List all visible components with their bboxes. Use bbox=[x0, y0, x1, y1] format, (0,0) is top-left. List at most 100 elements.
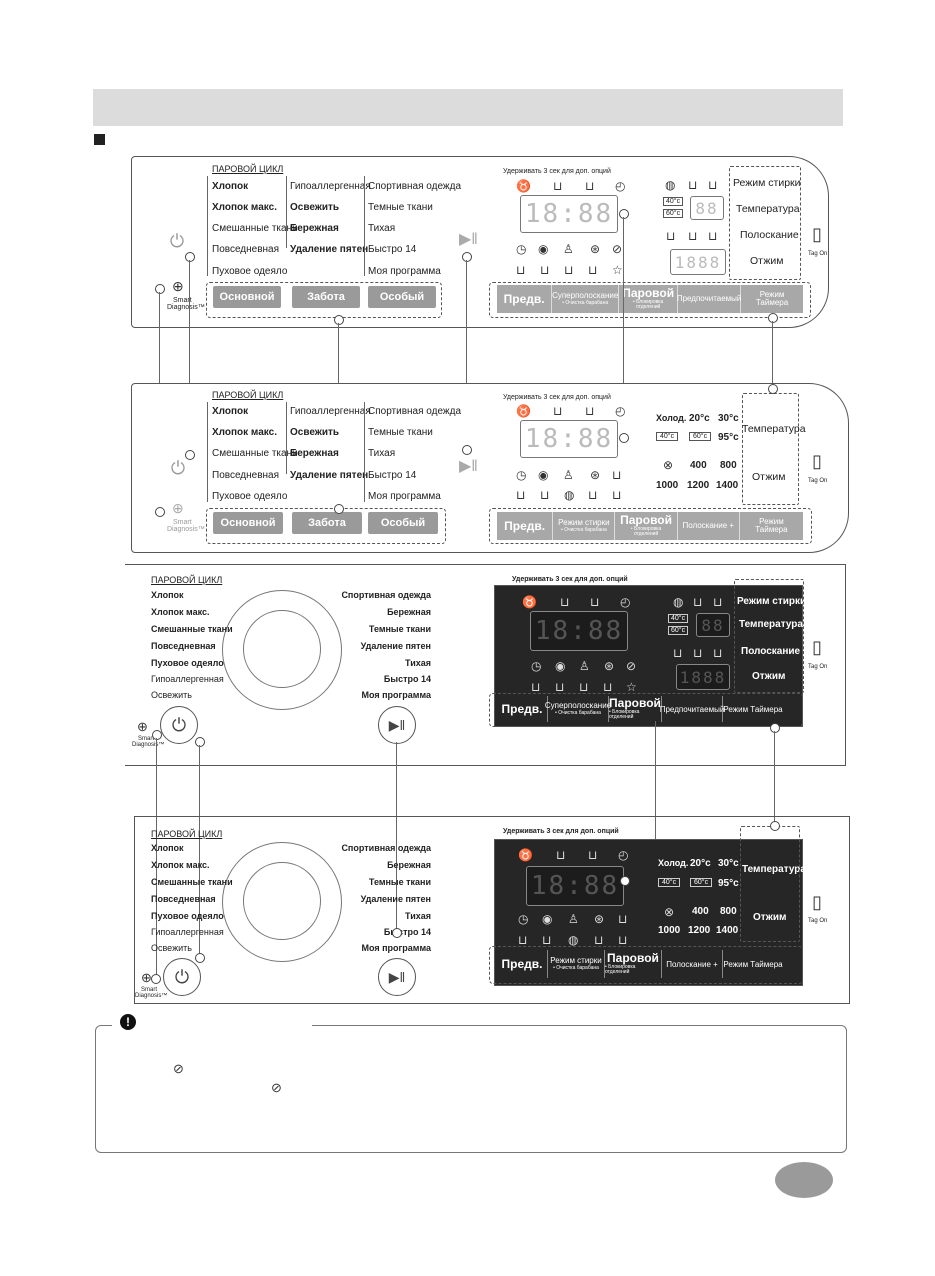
timer-button[interactable]: Режим Таймера bbox=[723, 959, 783, 969]
dial-cotton-max[interactable]: Хлопок макс. bbox=[151, 607, 210, 617]
dial-cotton[interactable]: Хлопок bbox=[151, 590, 184, 600]
dial-duvet[interactable]: Пуховое одеяло bbox=[151, 658, 224, 668]
smart-diagnosis-icon[interactable]: ⊕ bbox=[141, 970, 152, 985]
program-cotton[interactable]: Хлопок bbox=[212, 181, 249, 192]
wash-mode-button[interactable]: Режим стирки• Очистка барабана bbox=[548, 950, 605, 978]
program-cotton-max[interactable]: Хлопок макс. bbox=[212, 427, 277, 438]
super-rinse-button[interactable]: Суперполоскание• Очистка барабана bbox=[552, 285, 620, 313]
steam-button[interactable]: Паровой• Блокировка отделений bbox=[615, 512, 678, 540]
dial-cotton-max[interactable]: Хлопок макс. bbox=[151, 860, 210, 870]
dial-everyday[interactable]: Повседневная bbox=[151, 641, 216, 651]
wash-mode-button[interactable]: Режим стирки• Очистка барабана bbox=[553, 512, 616, 540]
program-hypoallergenic[interactable]: Гипоаллергенная bbox=[290, 406, 371, 417]
rinse-plus-button[interactable]: Полоскание + bbox=[662, 950, 723, 978]
side-spin[interactable]: Отжим bbox=[752, 671, 786, 682]
dial-quick14[interactable]: Быстро 14 bbox=[383, 927, 431, 937]
rinse-plus-button[interactable]: Полоскание + bbox=[678, 512, 740, 540]
dial-refresh[interactable]: Освежить bbox=[151, 943, 192, 953]
tag-on-icon[interactable]: ▯ bbox=[812, 637, 822, 657]
program-quick14[interactable]: Быстро 14 bbox=[368, 470, 417, 481]
dial-mixed[interactable]: Смешанные ткани bbox=[151, 624, 233, 634]
dial-sportswear[interactable]: Спортивная одежда bbox=[341, 590, 431, 600]
program-cotton[interactable]: Хлопок bbox=[212, 406, 249, 417]
program-duvet[interactable]: Пуховое одеяло bbox=[212, 266, 288, 277]
program-everyday[interactable]: Повседневная bbox=[212, 244, 280, 255]
program-quiet[interactable]: Тихая bbox=[368, 448, 396, 459]
prewash-button[interactable]: Предв. bbox=[497, 950, 548, 978]
category-special-button[interactable]: Особый bbox=[368, 286, 436, 308]
timer-button[interactable]: Режим Таймера bbox=[755, 289, 789, 307]
category-special-button[interactable]: Особый bbox=[368, 512, 438, 534]
program-everyday[interactable]: Повседневная bbox=[212, 470, 280, 481]
program-duvet[interactable]: Пуховое одеяло bbox=[212, 491, 288, 502]
program-refresh[interactable]: Освежить bbox=[290, 202, 340, 213]
dial-quick14[interactable]: Быстро 14 bbox=[383, 674, 431, 684]
dial-refresh[interactable]: Освежить bbox=[151, 690, 192, 700]
category-basic-button[interactable]: Основной bbox=[213, 286, 281, 308]
program-dark[interactable]: Темные ткани bbox=[368, 427, 433, 438]
program-my[interactable]: Моя программа bbox=[368, 491, 441, 502]
dial-delicate[interactable]: Бережная bbox=[387, 860, 431, 870]
dial-hypoallergenic[interactable]: Гипоаллергенная bbox=[151, 927, 224, 937]
program-sportswear[interactable]: Спортивная одежда bbox=[368, 406, 462, 417]
prewash-button[interactable]: Предв. bbox=[497, 696, 548, 722]
start-pause-icon[interactable]: ▶‖ bbox=[459, 458, 478, 475]
program-quiet[interactable]: Тихая bbox=[368, 223, 396, 234]
dial-delicate[interactable]: Бережная bbox=[387, 607, 431, 617]
side-temperature[interactable]: Температура bbox=[736, 203, 800, 215]
smart-diagnosis-icon[interactable]: ⊕ bbox=[172, 278, 184, 294]
program-sportswear[interactable]: Спортивная одежда bbox=[368, 181, 462, 192]
program-my[interactable]: Моя программа bbox=[368, 266, 441, 277]
power-icon[interactable]: ⏻ bbox=[170, 457, 186, 478]
program-refresh[interactable]: Освежить bbox=[290, 427, 340, 438]
start-pause-button[interactable]: ▶‖ bbox=[378, 958, 416, 996]
dial-hypoallergenic[interactable]: Гипоаллергенная bbox=[151, 674, 224, 684]
dial-cotton[interactable]: Хлопок bbox=[151, 843, 184, 853]
program-cotton-max[interactable]: Хлопок макс. bbox=[212, 202, 277, 213]
side-rinse[interactable]: Полоскание bbox=[740, 229, 799, 241]
dial-dark[interactable]: Темные ткани bbox=[368, 877, 431, 887]
power-icon[interactable]: ⏻ bbox=[169, 230, 185, 251]
dial-stain[interactable]: Удаление пятен bbox=[360, 894, 431, 904]
side-rinse[interactable]: Полоскание bbox=[741, 646, 801, 657]
side-temperature[interactable]: Температура bbox=[742, 423, 806, 435]
steam-button[interactable]: Паровой• Блокировка отделений bbox=[609, 696, 662, 722]
power-button[interactable]: ⏻ bbox=[163, 958, 201, 996]
power-button[interactable]: ⏻ bbox=[160, 706, 198, 744]
side-wash-mode[interactable]: Режим стирки bbox=[733, 177, 801, 189]
dial-everyday[interactable]: Повседневная bbox=[151, 894, 216, 904]
dial-stain[interactable]: Удаление пятен bbox=[360, 641, 431, 651]
program-stain[interactable]: Удаление пятен bbox=[290, 244, 369, 255]
category-care-button[interactable]: Забота bbox=[292, 512, 362, 534]
start-pause-button[interactable]: ▶‖ bbox=[378, 706, 416, 744]
timer-button[interactable]: Режим Таймера bbox=[723, 704, 783, 714]
dial-quiet[interactable]: Тихая bbox=[405, 658, 431, 668]
program-delicate[interactable]: Бережная bbox=[290, 223, 339, 234]
tag-on-icon[interactable]: ▯ bbox=[812, 224, 822, 244]
tag-on-icon[interactable]: ▯ bbox=[812, 451, 822, 471]
program-delicate[interactable]: Бережная bbox=[290, 448, 339, 459]
steam-button[interactable]: Паровой• Блокировка отделений bbox=[605, 950, 662, 978]
side-temperature[interactable]: Температура bbox=[742, 864, 806, 875]
timer-button[interactable]: Режим Таймера bbox=[755, 516, 788, 534]
category-basic-button[interactable]: Основной bbox=[213, 512, 283, 534]
program-quick14[interactable]: Быстро 14 bbox=[368, 244, 417, 255]
program-hypoallergenic[interactable]: Гипоаллергенная bbox=[290, 181, 371, 192]
side-temperature[interactable]: Температура bbox=[739, 619, 803, 630]
dial-mixed[interactable]: Смешанные ткани bbox=[151, 877, 233, 887]
dial-my[interactable]: Моя программа bbox=[361, 690, 431, 700]
dial-my[interactable]: Моя программа bbox=[361, 943, 431, 953]
program-mixed[interactable]: Смешанные ткани bbox=[212, 223, 298, 234]
side-spin[interactable]: Отжим bbox=[750, 255, 784, 267]
dial-dark[interactable]: Темные ткани bbox=[368, 624, 431, 634]
smart-diagnosis-icon[interactable]: ⊕ bbox=[172, 500, 184, 516]
side-spin[interactable]: Отжим bbox=[752, 471, 786, 483]
favorite-button[interactable]: Предпочитаемый bbox=[677, 285, 741, 313]
dial-quiet[interactable]: Тихая bbox=[405, 911, 431, 921]
program-mixed[interactable]: Смешанные ткани bbox=[212, 448, 298, 459]
prewash-button[interactable]: Предв. bbox=[497, 512, 554, 540]
super-rinse-button[interactable]: Суперполоскание• Очистка барабана bbox=[545, 696, 611, 722]
side-spin[interactable]: Отжим bbox=[753, 912, 787, 923]
program-dark[interactable]: Темные ткани bbox=[368, 202, 433, 213]
category-care-button[interactable]: Забота bbox=[292, 286, 360, 308]
